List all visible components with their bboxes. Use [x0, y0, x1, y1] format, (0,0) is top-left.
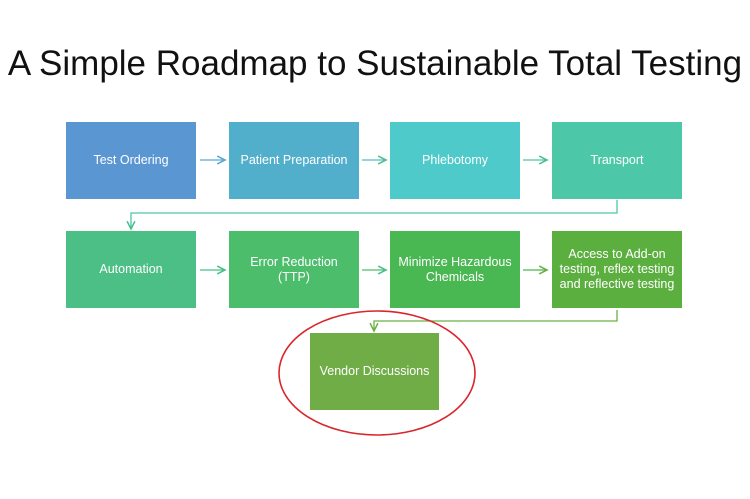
slide-title: A Simple Roadmap to Sustainable Total Te… [7, 44, 743, 83]
step-label: Minimize Hazardous Chemicals [398, 254, 512, 284]
step-minimize-hazardous-chemicals: Minimize Hazardous Chemicals [390, 231, 520, 308]
step-label: Error Reduction (TTP) [250, 254, 338, 284]
step-add-on-testing: Access to Add-on testing, reflex testing… [552, 231, 682, 308]
step-test-ordering: Test Ordering [66, 122, 196, 199]
step-automation: Automation [66, 231, 196, 308]
step-label: Test Ordering [93, 153, 169, 167]
step-patient-preparation: Patient Preparation [229, 122, 359, 199]
step-label: Patient Preparation [240, 153, 348, 167]
step-label: Vendor Discussions [319, 364, 430, 378]
step-label: Automation [99, 262, 163, 276]
step-transport: Transport [552, 122, 682, 199]
step-vendor-discussions: Vendor Discussions [310, 333, 439, 410]
step-error-reduction: Error Reduction (TTP) [229, 231, 359, 308]
step-phlebotomy: Phlebotomy [390, 122, 520, 199]
arrow-8 [374, 310, 618, 331]
step-label: Transport [590, 153, 644, 167]
arrow-4 [131, 200, 618, 229]
step-label: Phlebotomy [421, 153, 488, 167]
step-label: Access to Add-on testing, reflex testing… [559, 247, 675, 291]
